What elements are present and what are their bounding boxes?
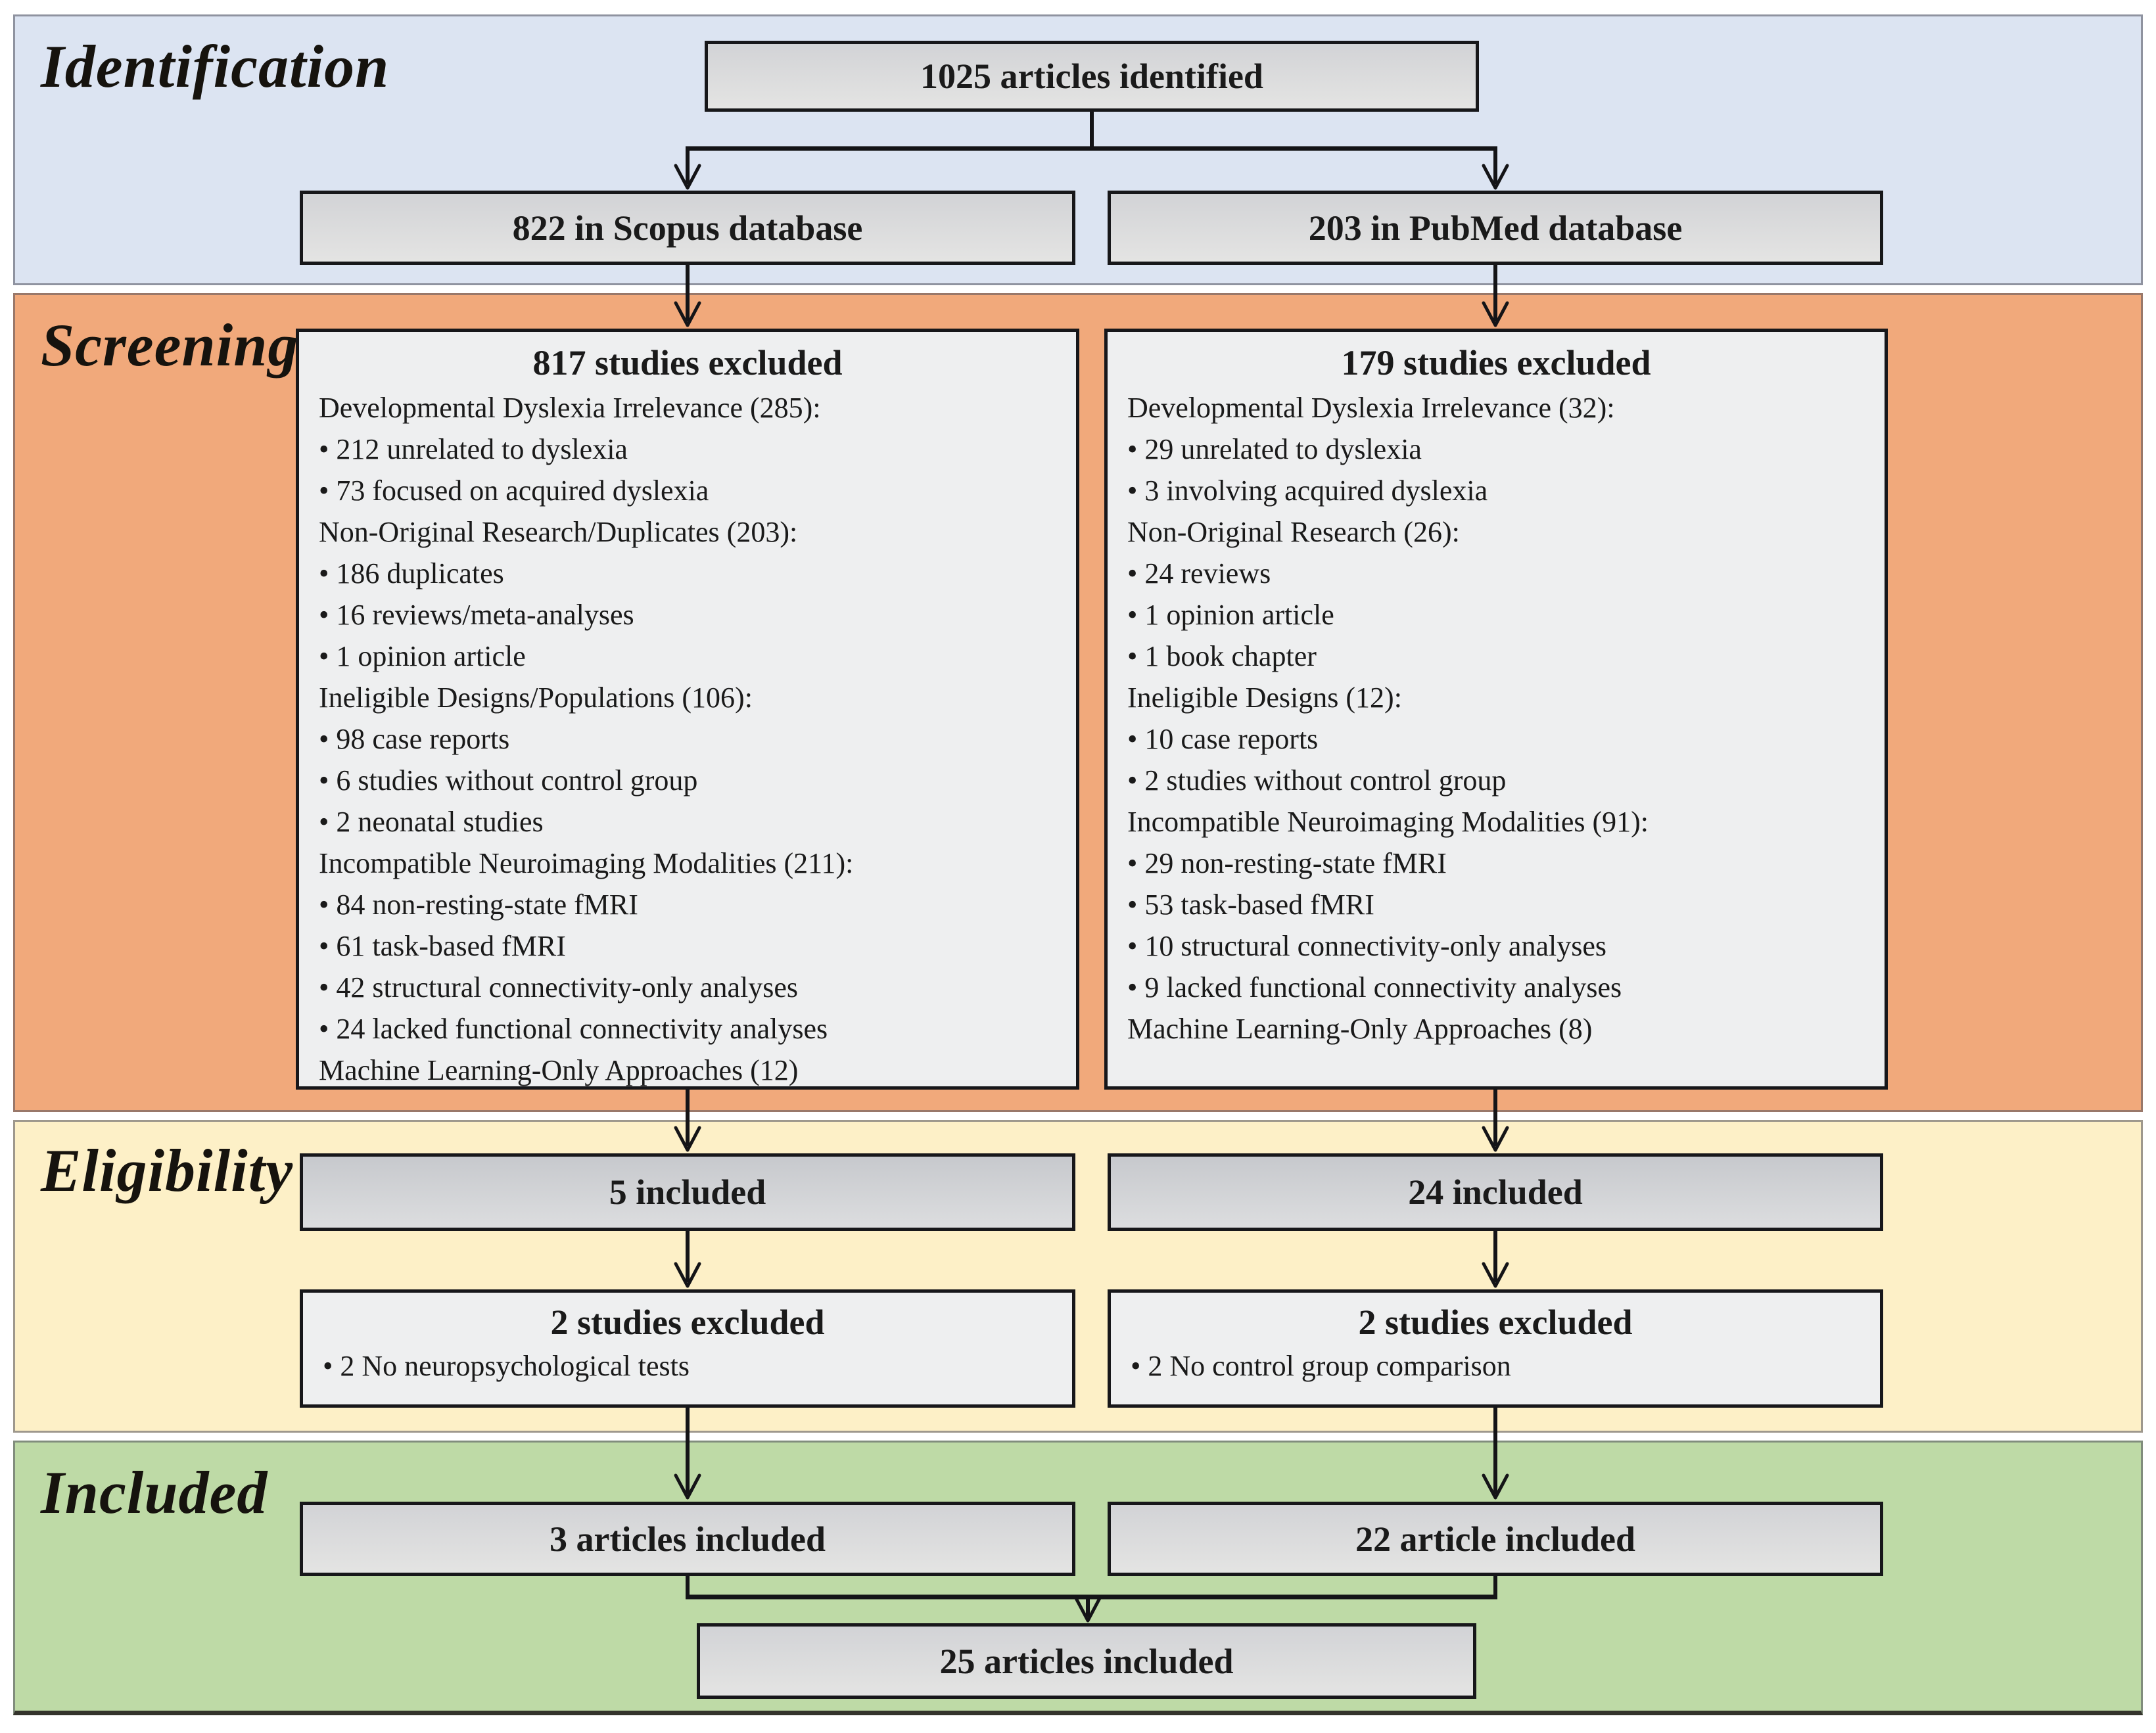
stage-label-screening: Screening xyxy=(41,312,299,379)
box-pubmed-eligibility-excluded: 2 studies excluded • 2 No control group … xyxy=(1108,1289,1883,1408)
scopus-database-label: 822 in Scopus database xyxy=(512,208,863,248)
exclusion-line: Machine Learning-Only Approaches (12) xyxy=(319,1054,799,1086)
articles-identified-label: 1025 articles identified xyxy=(920,57,1263,96)
pubmed-eligibility-excluded-title: 2 studies excluded xyxy=(1358,1303,1633,1342)
box-scopus-database: 822 in Scopus database xyxy=(300,191,1075,265)
exclusion-line: • 2 No neuropsychological tests xyxy=(323,1350,690,1382)
box-pubmed-exclusions: 179 studies excluded Developmental Dysle… xyxy=(1104,329,1888,1090)
exclusion-line: • 61 task-based fMRI xyxy=(319,930,566,962)
scopus-exclusions-title: 817 studies excluded xyxy=(532,343,843,382)
exclusion-line: • 2 neonatal studies xyxy=(319,806,544,838)
scopus-eligible-label: 5 included xyxy=(609,1172,766,1212)
stage-label-eligibility: Eligibility xyxy=(41,1137,294,1204)
exclusion-line: Ineligible Designs/Populations (106): xyxy=(319,682,753,714)
exclusion-line: • 3 involving acquired dyslexia xyxy=(1127,474,1488,507)
exclusion-line: Ineligible Designs (12): xyxy=(1127,682,1402,714)
exclusion-line: • 16 reviews/meta-analyses xyxy=(319,599,634,631)
pubmed-exclusions-list: Developmental Dyslexia Irrelevance (32):… xyxy=(1108,383,1885,1050)
box-scopus-included: 3 articles included xyxy=(300,1502,1075,1576)
exclusion-line: Developmental Dyslexia Irrelevance (32): xyxy=(1127,392,1615,424)
exclusion-line: • 29 unrelated to dyslexia xyxy=(1127,433,1422,465)
exclusion-line: • 29 non-resting-state fMRI xyxy=(1127,847,1447,879)
exclusion-line: • 73 focused on acquired dyslexia xyxy=(319,474,709,507)
box-scopus-exclusions: 817 studies excluded Developmental Dysle… xyxy=(296,329,1079,1090)
exclusion-line: Non-Original Research/Duplicates (203): xyxy=(319,516,798,548)
box-scopus-eligible: 5 included xyxy=(300,1153,1075,1231)
exclusion-line: • 98 case reports xyxy=(319,723,510,755)
exclusion-line: • 9 lacked functional connectivity analy… xyxy=(1127,971,1622,1004)
pubmed-database-label: 203 in PubMed database xyxy=(1308,208,1683,248)
exclusion-line: • 1 opinion article xyxy=(319,640,526,672)
exclusion-line: Developmental Dyslexia Irrelevance (285)… xyxy=(319,392,821,424)
exclusion-line: Machine Learning-Only Approaches (8) xyxy=(1127,1013,1593,1045)
pubmed-exclusions-title: 179 studies excluded xyxy=(1341,343,1651,382)
pubmed-included-label: 22 article included xyxy=(1355,1519,1635,1559)
box-pubmed-included: 22 article included xyxy=(1108,1502,1883,1576)
exclusion-line: • 1 book chapter xyxy=(1127,640,1317,672)
exclusion-line: • 1 opinion article xyxy=(1127,599,1334,631)
scopus-eligibility-excluded-title: 2 studies excluded xyxy=(550,1303,825,1342)
total-included-label: 25 articles included xyxy=(939,1641,1234,1681)
pubmed-eligible-label: 24 included xyxy=(1408,1172,1583,1212)
exclusion-line: • 84 non-resting-state fMRI xyxy=(319,889,638,921)
exclusion-line: • 10 structural connectivity-only analys… xyxy=(1127,930,1606,962)
box-scopus-eligibility-excluded: 2 studies excluded • 2 No neuropsycholog… xyxy=(300,1289,1075,1408)
exclusion-line: • 6 studies without control group xyxy=(319,764,698,797)
exclusion-line: • 10 case reports xyxy=(1127,723,1319,755)
exclusion-line: • 53 task-based fMRI xyxy=(1127,889,1374,921)
exclusion-line: • 2 No control group comparison xyxy=(1131,1350,1511,1382)
exclusion-line: Non-Original Research (26): xyxy=(1127,516,1460,548)
exclusion-line: • 24 lacked functional connectivity anal… xyxy=(319,1013,828,1045)
stage-label-identification: Identification xyxy=(41,33,390,100)
exclusion-line: • 42 structural connectivity-only analys… xyxy=(319,971,798,1004)
exclusion-line: Incompatible Neuroimaging Modalities (91… xyxy=(1127,806,1649,838)
box-pubmed-database: 203 in PubMed database xyxy=(1108,191,1883,265)
box-articles-identified: 1025 articles identified xyxy=(705,41,1479,112)
exclusion-line: Incompatible Neuroimaging Modalities (21… xyxy=(319,847,854,879)
scopus-exclusions-list: Developmental Dyslexia Irrelevance (285)… xyxy=(299,383,1076,1091)
box-pubmed-eligible: 24 included xyxy=(1108,1153,1883,1231)
box-total-included: 25 articles included xyxy=(697,1623,1476,1699)
exclusion-line: • 24 reviews xyxy=(1127,557,1271,589)
exclusion-line: • 186 duplicates xyxy=(319,557,504,589)
stage-label-included: Included xyxy=(41,1459,268,1526)
exclusion-line: • 212 unrelated to dyslexia xyxy=(319,433,628,465)
exclusion-line: • 2 studies without control group xyxy=(1127,764,1507,797)
scopus-included-label: 3 articles included xyxy=(550,1519,826,1559)
